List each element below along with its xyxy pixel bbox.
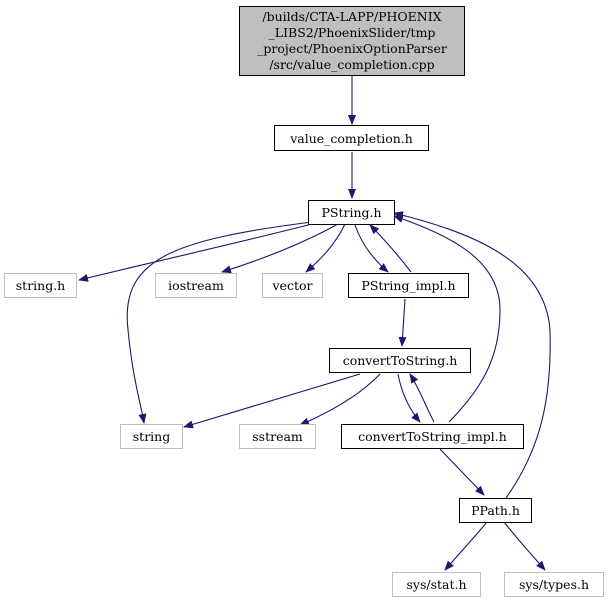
edge-pstring-to-string-h (78, 221, 321, 282)
edge-pstring-impl-to-converttostring (398, 298, 407, 347)
node-value-completion-h[interactable]: value_completion.h (274, 125, 429, 151)
edge-pstring-impl-to-pstring (369, 224, 412, 273)
node-sstream: sstream (239, 424, 316, 449)
edge-converttostring-to-converttostring-impl (397, 373, 421, 423)
edge-ppath-to-pstring (393, 211, 551, 499)
edge-pstring-to-vector (305, 223, 346, 273)
node-pstring-impl-h[interactable]: PString_impl.h (348, 273, 469, 298)
root-file-line-2: _LIBS2/PhoenixSlider/tmp (268, 25, 436, 40)
node-sys-types-h: sys/types.h (504, 572, 604, 597)
edge-converttostring-to-sstream (299, 373, 381, 426)
root-file-line-3: _project/PhoenixOptionParser (257, 41, 447, 56)
node-iostream: iostream (155, 273, 237, 298)
edge-converttostring-impl-to-converttostring (409, 373, 435, 423)
root-file-line-4: /src/value_completion.cpp (269, 57, 435, 72)
root-file-line-1: /builds/CTA-LAPP/PHOENIX (262, 9, 442, 24)
edge-pstring-to-iostream (221, 223, 339, 274)
node-sys-stat-h: sys/stat.h (392, 572, 481, 597)
edge-pstring-to-string (126, 221, 313, 424)
node-vector: vector (262, 273, 323, 298)
edge-converttostring-impl-to-ppath (439, 448, 485, 496)
node-converttostring-impl-h[interactable]: convertToString_impl.h (341, 424, 524, 449)
edge-pstring-to-pstring-impl (354, 224, 389, 273)
edge-ppath-to-sys-stat (444, 521, 488, 571)
node-string: string (120, 424, 183, 449)
node-ppath-h[interactable]: PPath.h (459, 498, 532, 523)
node-converttostring-h[interactable]: convertToString.h (329, 348, 471, 373)
root-file-node[interactable]: /builds/CTA-LAPP/PHOENIX _LIBS2/PhoenixS… (239, 6, 465, 76)
edge-converttostring-to-string (183, 373, 361, 429)
edge-ppath-to-sys-types (503, 521, 546, 571)
edge-converttostring-impl-to-pstring (393, 215, 501, 423)
node-string-h: string.h (4, 273, 77, 298)
node-pstring-h[interactable]: PString.h (308, 200, 395, 225)
